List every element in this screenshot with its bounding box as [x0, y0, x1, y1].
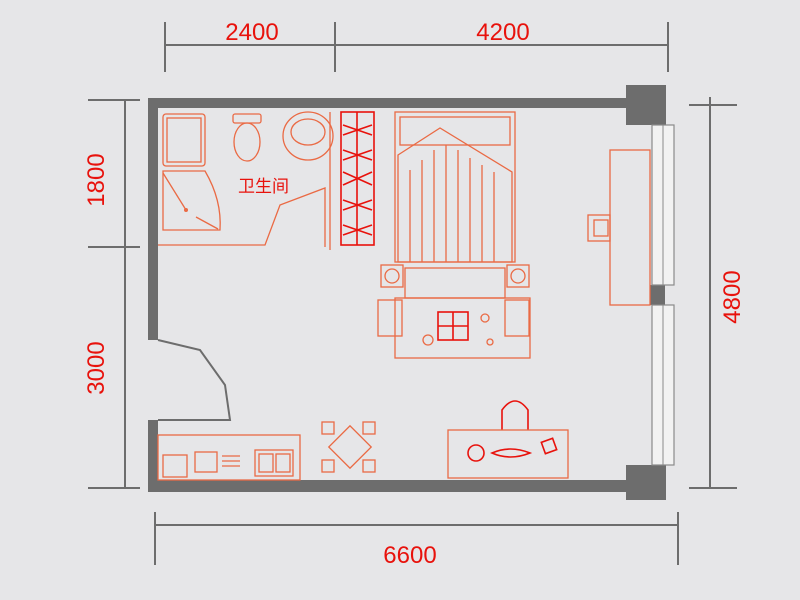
bathroom: 卫生间 — [158, 111, 334, 250]
dim-label-4200: 4200 — [476, 19, 529, 46]
dining-set — [321, 421, 376, 473]
desk-window — [587, 149, 651, 306]
dim-label-3000: 3000 — [83, 341, 110, 394]
dim-label-4800: 4800 — [719, 270, 746, 323]
window — [651, 124, 675, 466]
dim-label-6600: 6600 — [383, 542, 436, 569]
wardrobe — [340, 111, 375, 246]
bed — [380, 111, 530, 299]
kitchen-counter — [157, 434, 301, 481]
dimension-bottom: 6600 — [154, 512, 679, 569]
dimension-left: 1800 3000 — [83, 99, 140, 489]
dim-label-1800: 1800 — [83, 153, 110, 206]
desk-bottom — [447, 400, 569, 479]
room-label-bathroom: 卫生间 — [238, 177, 289, 197]
sitting-area — [377, 297, 531, 359]
dim-label-2400: 2400 — [225, 19, 278, 46]
walls — [148, 85, 666, 500]
dimension-right: 4800 — [689, 97, 746, 489]
dimension-top: 2400 4200 — [164, 19, 669, 72]
entrance-door — [157, 339, 232, 421]
